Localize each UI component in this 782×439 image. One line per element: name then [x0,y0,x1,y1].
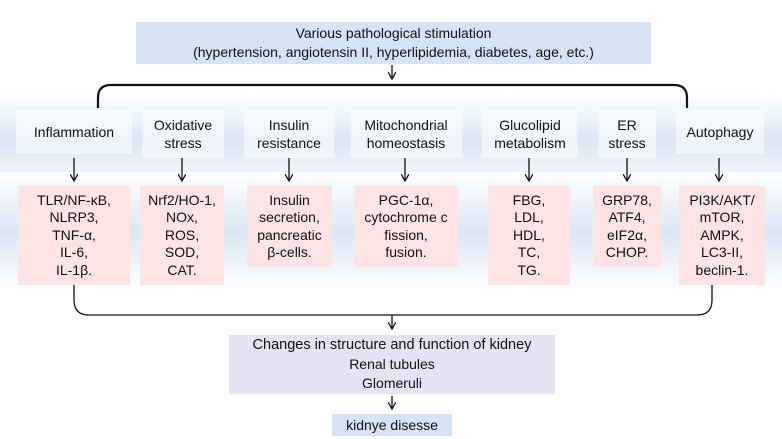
detail-item: ROS, [164,226,200,243]
details-autophagy: PI3K/AKT/ mTOR, AMPK, LC3-II, beclin-1. [679,186,765,285]
category-er-stress: ER stress [598,110,656,158]
detail-item: TNF-α, [52,226,96,243]
kidney-changes-box: Changes in structure and function of kid… [229,335,555,394]
kidney-changes-title: Changes in structure and function of kid… [252,337,532,353]
category-glucolipid-metabolism: Glucolipid metabolism [482,110,578,158]
category-label: resistance [257,135,321,151]
detail-item: IL-1β. [55,261,93,278]
category-label: Insulin [268,117,310,133]
detail-item: GRP78, [602,191,652,208]
detail-item: HDL, [513,226,545,243]
details-er-stress: GRP78, ATF4, eIF2α, CHOP. [593,186,661,267]
category-mitochondrial-homeostasis: Mitochondrial homeostasis [350,110,462,158]
category-label: stress [608,135,646,151]
category-label: Mitochondrial [364,117,448,133]
category-label: homeostasis [366,135,446,151]
category-label: Glucolipid [499,117,561,133]
detail-item: beclin-1. [695,261,749,278]
detail-item: TG. [517,261,541,278]
detail-item: β-cells. [267,244,312,260]
category-label: Inflammation [33,124,115,140]
detail-item: Nrf2/HO-1, [148,191,216,208]
detail-item: CHOP. [605,244,649,260]
kidney-changes-item: Renal tubules [349,356,435,372]
category-label: Autophagy [686,124,754,140]
detail-item: SOD, [164,244,200,261]
bottom-bracket [73,285,713,316]
detail-item: cytochrome c [364,209,448,225]
kidney-changes-item: Glomeruli [362,375,422,391]
details-glucolipid-metabolism: FBG, LDL, HDL, TC, TG. [488,186,570,285]
detail-item: Insulin [269,191,310,208]
detail-item: PGC-1α, [378,191,434,208]
outcome-box: kidnye disesse [332,414,452,436]
detail-item: NLRP3, [49,209,99,226]
category-arrows [74,158,719,180]
details-insulin-resistance: Insulin secretion, pancreatic β-cells. [247,186,332,267]
details-inflammation: TLR/NF-κB, NLRP3, TNF-α, IL-6, IL-1β. [18,186,130,285]
detail-item: CAT. [167,261,197,278]
detail-item: FBG, [512,191,546,208]
detail-item: pancreatic [257,226,322,243]
stimulation-box: Various pathological stimulation (hypert… [136,22,651,64]
category-inflammation: Inflammation [16,110,132,154]
detail-item: IL-6, [59,244,88,261]
detail-item: mTOR, [699,209,745,226]
stimulation-examples: (hypertension, angiotensin II, hyperlipi… [193,44,594,60]
detail-item: fission, [384,226,428,243]
category-label: ER [617,117,637,133]
detail-item: eIF2α, [607,226,647,243]
detail-item: fusion. [385,244,427,260]
detail-item: ATF4, [608,209,646,225]
category-autophagy: Autophagy [676,110,764,154]
stimulation-title: Various pathological stimulation [295,25,492,41]
category-insulin-resistance: Insulin resistance [244,110,334,158]
detail-item: LC3-II, [700,244,743,261]
category-label: Oxidative [153,117,213,133]
category-label: metabolism [494,135,566,151]
category-label: stress [164,135,202,151]
detail-item: TC, [517,244,541,261]
detail-item: secretion, [259,209,320,225]
outcome-label: kidnye disesse [346,417,438,433]
details-oxidative-stress: Nrf2/HO-1, NOx, ROS, SOD, CAT. [140,186,224,285]
detail-item: PI3K/AKT/ [689,191,755,208]
details-mitochondrial-homeostasis: PGC-1α, cytochrome c fission, fusion. [354,186,458,267]
detail-item: LDL, [514,209,544,226]
category-oxidative-stress: Oxidative stress [142,110,224,158]
top-bracket [96,83,689,108]
detail-item: TLR/NF-κB, [37,191,111,208]
detail-item: NOx, [166,209,198,226]
detail-item: AMPK, [700,226,744,243]
